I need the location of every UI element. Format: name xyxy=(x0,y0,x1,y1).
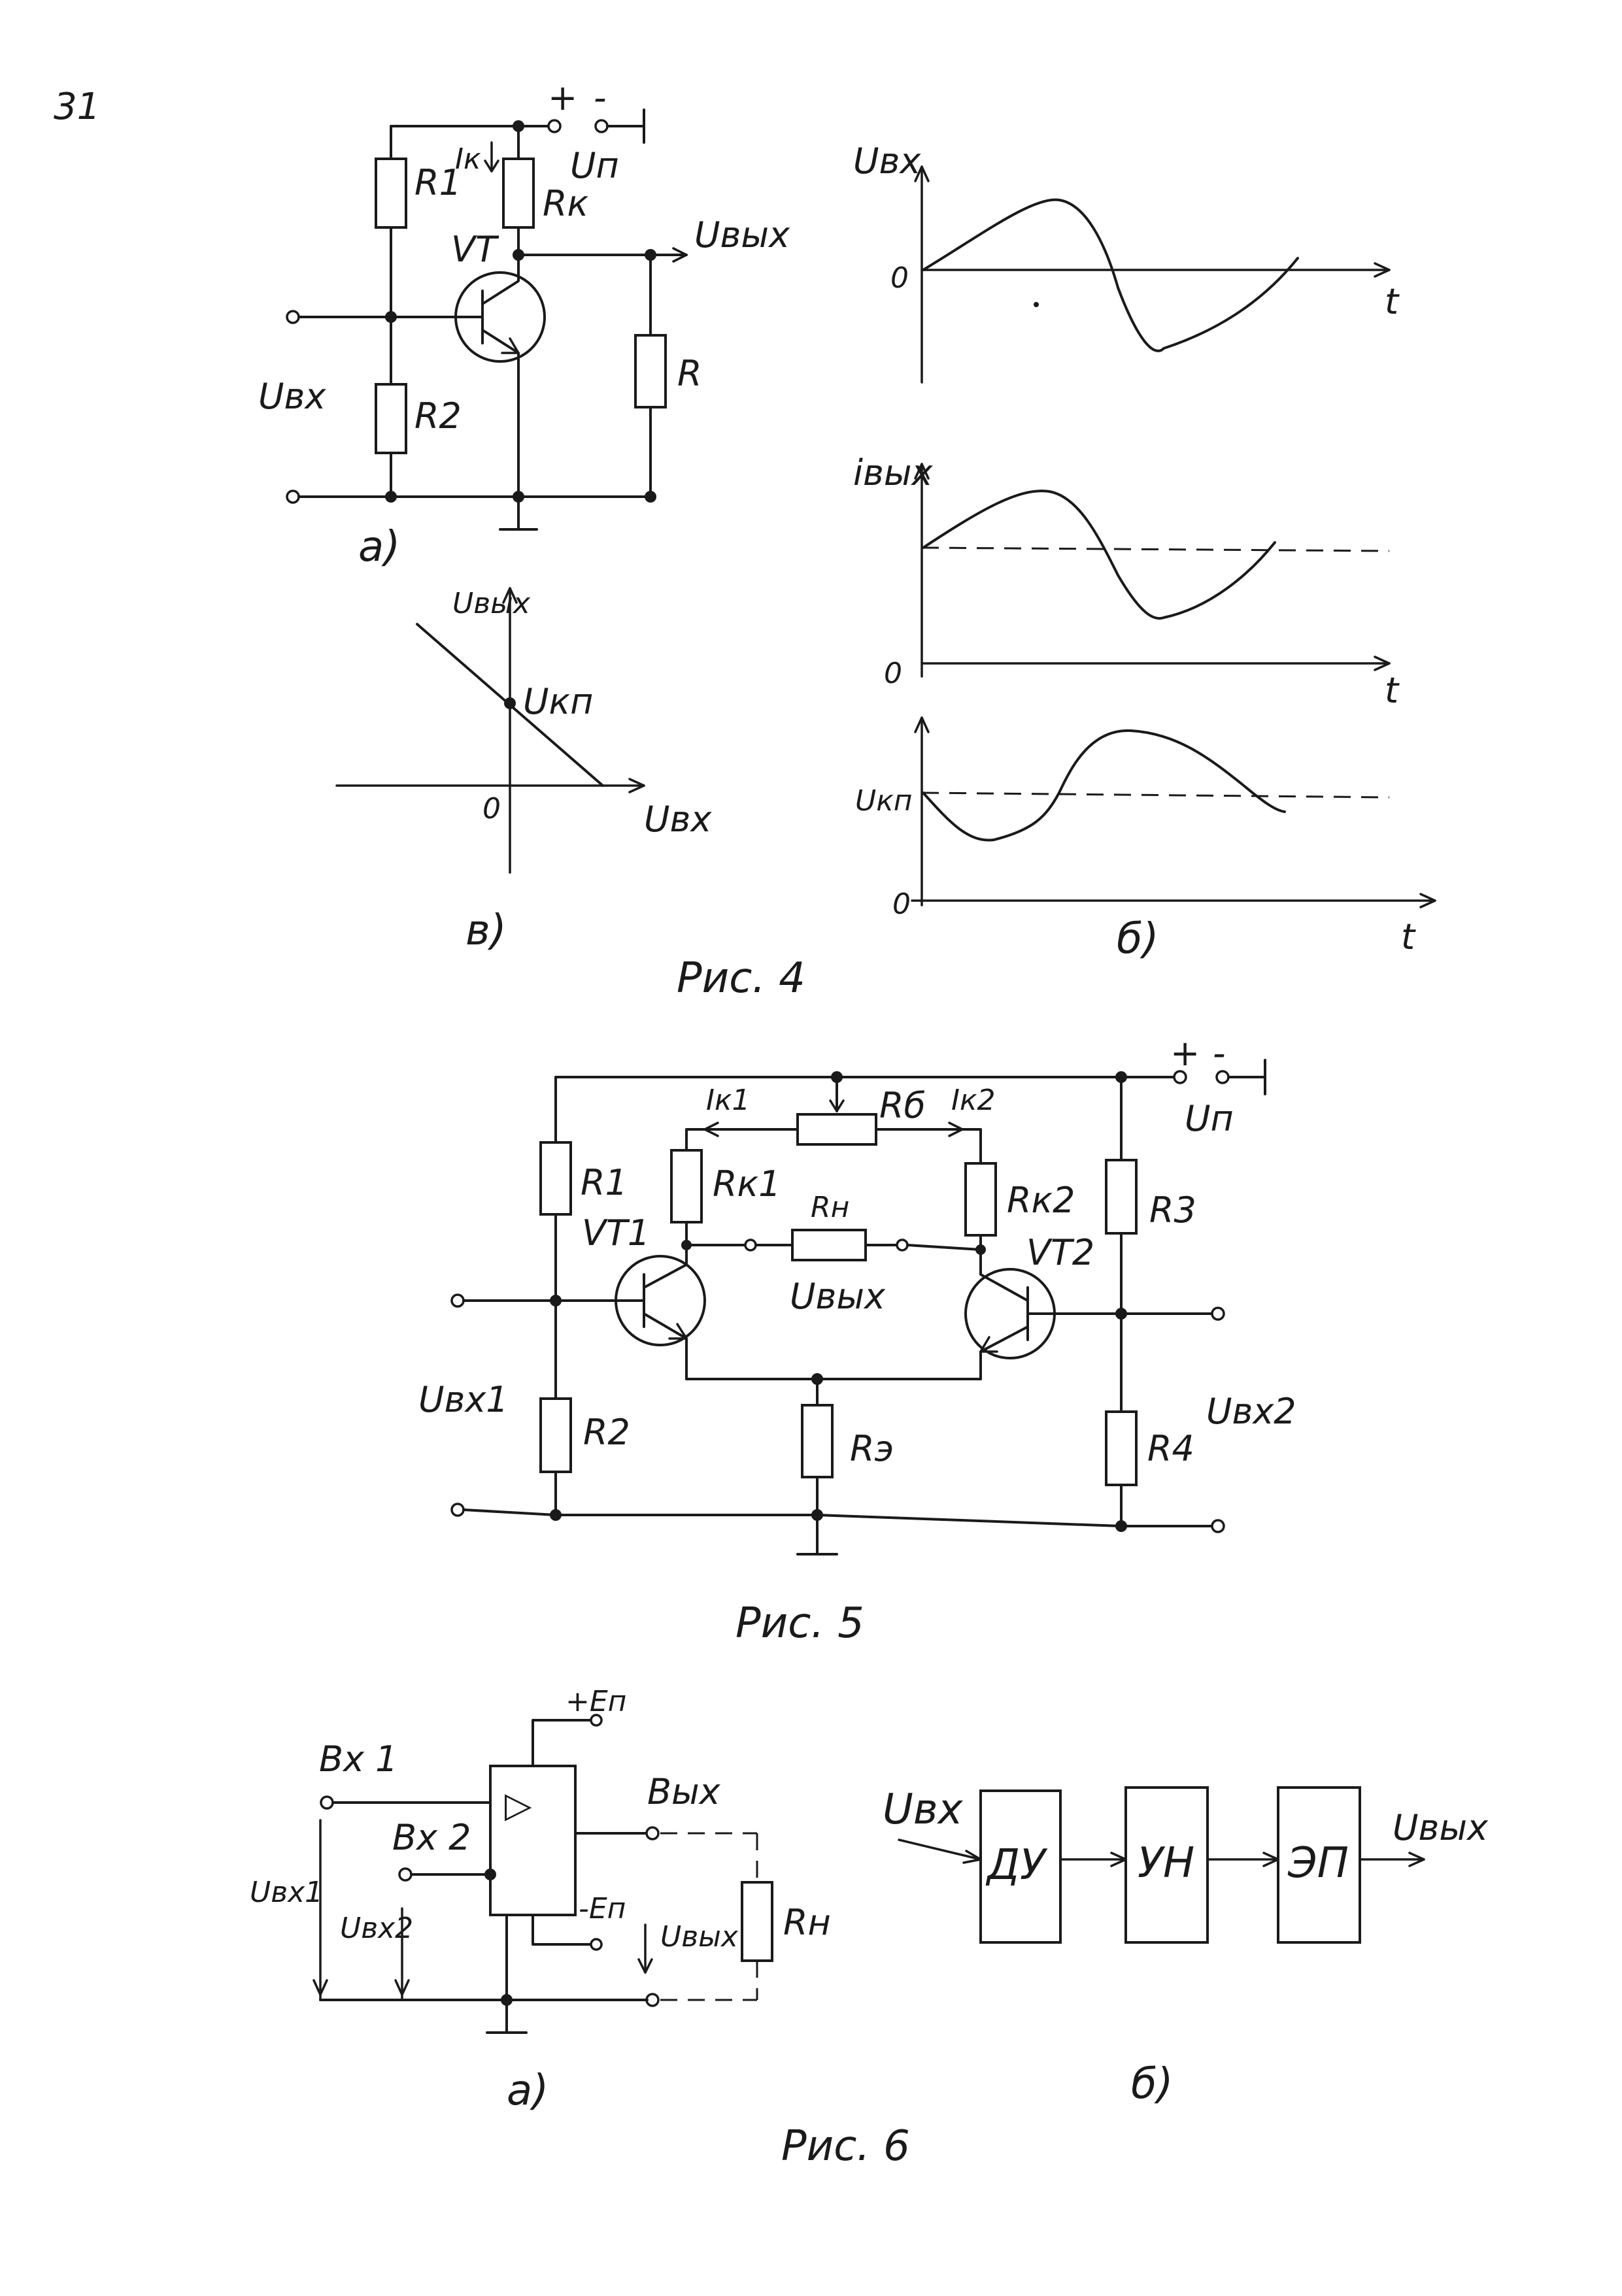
fig4a-r1 xyxy=(375,158,407,229)
fig5-plus: + xyxy=(1170,1033,1200,1074)
fig4b-iout-origin: 0 xyxy=(884,657,902,690)
fig4a-up-label: Uп xyxy=(570,145,619,186)
fig4-caption: Рис. 4 xyxy=(677,954,805,1003)
fig6b-block-du-label: ДУ xyxy=(985,1841,1048,1889)
fig6b-block-ep xyxy=(1277,1786,1361,1944)
fig5-ubx1-label: Uвх1 xyxy=(418,1379,509,1420)
fig5-ik1-label: Iк1 xyxy=(706,1084,751,1117)
fig6a-vyx-label: Вых xyxy=(647,1771,721,1812)
fig5-r3 xyxy=(1105,1159,1138,1235)
fig4a-circuit: + - Uп R1 Rк Iк Uвых R VT xyxy=(258,77,790,571)
fig4a-r-label: R xyxy=(677,353,702,394)
fig4b-uin-curve xyxy=(922,198,1299,352)
fig5-ubx2-label: Uвх2 xyxy=(1206,1391,1296,1432)
fig4b-sublabel: б) xyxy=(1117,915,1158,963)
fig4a-r2 xyxy=(375,383,407,454)
fig5-rn-label: Rн xyxy=(811,1191,849,1224)
fig4a-sublabel: а) xyxy=(358,523,400,571)
fig4b-uin-xlabel: t xyxy=(1385,281,1400,322)
fig6b-input-label: Uвх xyxy=(883,1786,964,1834)
fig4a-r xyxy=(634,334,667,408)
fig6a-ubx2-label: Uвх2 xyxy=(340,1912,413,1945)
fig5-re xyxy=(801,1404,834,1478)
fig6b-block-du xyxy=(979,1789,1062,1944)
fig4a-minus: - xyxy=(594,77,607,118)
fig6a-ep-minus-label: -Eп xyxy=(579,1892,626,1925)
fig4b-uout-xlabel: t xyxy=(1401,916,1416,957)
fig4v-point-label: Uкп xyxy=(523,681,593,722)
fig4a-ubx-label: Uвх xyxy=(258,376,326,417)
fig5-circuit: + - Uп R1 Rб Iк1 Iк2 Rк1 Rк2 Rн xyxy=(418,1033,1296,1556)
fig6b-output-label: Uвых xyxy=(1393,1807,1489,1848)
fig4b-time-diagrams: Uвх 0 t iвых 0 t Uкп 0 t б) xyxy=(853,141,1436,963)
fig4b-uout-curve xyxy=(922,729,1286,842)
fig6b-block-ep-label: ЭП xyxy=(1287,1839,1349,1888)
fig4b-uout-ylabel: Uкп xyxy=(855,784,913,818)
fig5-rk1-label: Rк1 xyxy=(713,1163,781,1205)
fig6a-opamp-body xyxy=(489,1765,577,1916)
fig4b-uin-origin: 0 xyxy=(890,261,909,295)
fig5-rb xyxy=(796,1113,877,1146)
fig4a-rk-label: Rк xyxy=(543,183,589,224)
fig6a-triangle: ▷ xyxy=(505,1784,532,1825)
fig4a-uvyx-label: Uвых xyxy=(694,214,790,256)
fig6b-block-diagram: Uвх ДУ УН ЭП Uвых б) xyxy=(883,1786,1489,2108)
page-number: 31 xyxy=(54,86,100,128)
fig6a-opamp: +Eп ▷ Вх 1 Вх 2 Вых Rн -Eп Uвых xyxy=(250,1685,831,2115)
fig5-vt2-label: VT2 xyxy=(1026,1232,1094,1273)
fig5-uvyx-label: Uвых xyxy=(790,1276,886,1317)
fig6a-bx2-label: Вх 2 xyxy=(392,1817,471,1858)
fig4a-r2-label: R2 xyxy=(414,395,462,437)
fig4a-vt-label: VT xyxy=(451,229,499,270)
fig4v-operating-point xyxy=(504,697,516,709)
fig4v-origin: 0 xyxy=(482,792,501,825)
fig6a-sublabel: а) xyxy=(507,2067,549,2115)
fig5-vt1-label: VT1 xyxy=(582,1212,650,1254)
fig5-rb-label: Rб xyxy=(879,1085,926,1126)
fig4v-ylabel: Uвых xyxy=(452,587,531,620)
fig5-minus: - xyxy=(1213,1033,1226,1074)
fig4v-sublabel: в) xyxy=(465,907,507,955)
fig6a-uvyx-label: Uвых xyxy=(660,1920,739,1954)
fig4a-r1-label: R1 xyxy=(414,162,462,203)
fig5-r4 xyxy=(1105,1410,1138,1486)
fig4a-plus: + xyxy=(548,77,577,118)
fig6a-rn-label: Rн xyxy=(783,1902,831,1943)
fig4a-ik-label: Iк xyxy=(455,142,481,176)
fig5-r1-label: R1 xyxy=(581,1162,628,1203)
fig5-r1 xyxy=(539,1141,572,1216)
fig4v-xlabel: Uвх xyxy=(644,799,712,840)
fig6a-ep-plus-label: +Eп xyxy=(566,1685,626,1718)
fig5-rn xyxy=(791,1229,867,1261)
fig4b-iout-curve xyxy=(922,490,1276,620)
fig5-r2-label: R2 xyxy=(583,1412,630,1453)
fig5-rk2 xyxy=(964,1162,997,1237)
fig6a-rn xyxy=(741,1881,773,1962)
fig5-up-label: Uп xyxy=(1185,1098,1234,1139)
fig6a-ubx1-label: Uвх1 xyxy=(250,1876,323,1909)
fig5-rk1 xyxy=(670,1149,703,1223)
fig5-re-label: Rэ xyxy=(850,1428,894,1469)
fig4b-iout-ylabel: iвых xyxy=(853,452,933,493)
fig6b-block-un xyxy=(1124,1786,1209,1944)
fig6a-bx1-label: Вх 1 xyxy=(319,1739,398,1780)
fig6b-block-un-label: УН xyxy=(1138,1839,1194,1888)
fig5-ik2-label: Iк2 xyxy=(951,1084,996,1117)
fig4b-uout-origin: 0 xyxy=(892,888,911,921)
fig4b-iout-xlabel: t xyxy=(1385,670,1400,711)
fig6b-sublabel: б) xyxy=(1131,2060,1173,2108)
fig5-r4-label: R4 xyxy=(1147,1428,1194,1469)
fig5-r3-label: R3 xyxy=(1149,1190,1196,1231)
fig6-caption: Рис. 6 xyxy=(781,2122,910,2171)
fig5-caption: Рис. 5 xyxy=(735,1599,864,1648)
fig5-r2 xyxy=(539,1397,572,1473)
fig4a-rk xyxy=(502,158,535,229)
fig4v-characteristic: Uвых Uкп 0 Uвх в) xyxy=(335,587,712,955)
fig4b-uin-ylabel: Uвх xyxy=(853,141,921,182)
fig5-rk2-label: Rк2 xyxy=(1007,1180,1075,1221)
